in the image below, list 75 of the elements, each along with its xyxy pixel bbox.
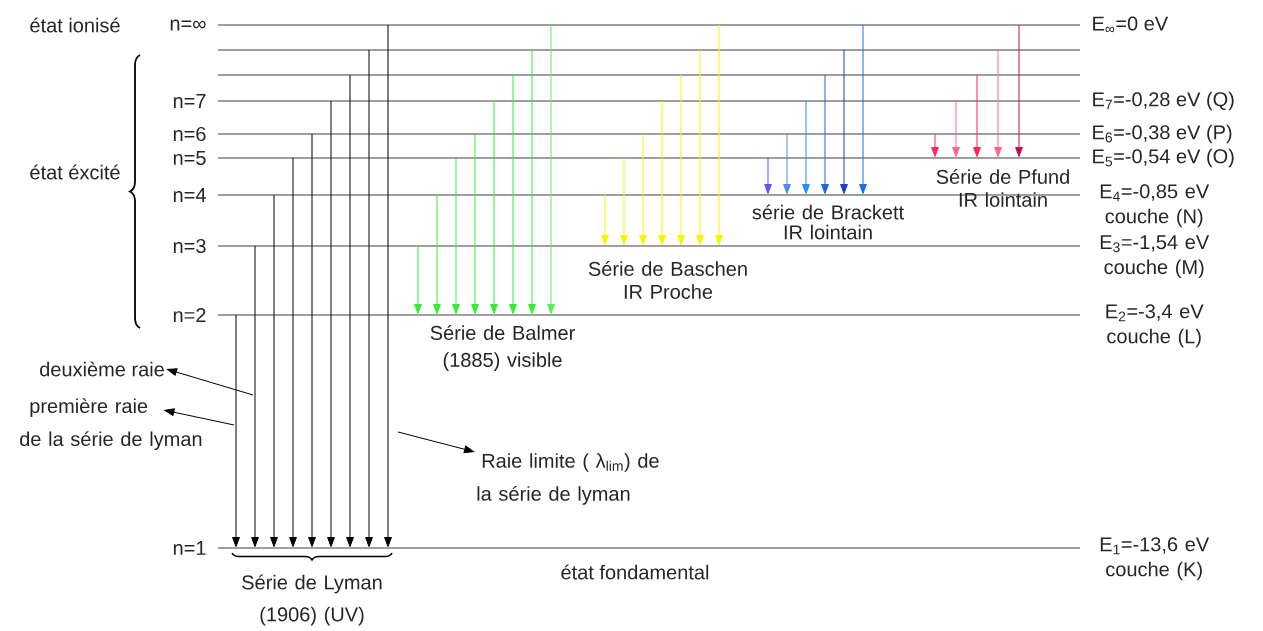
transition-arrow xyxy=(384,24,392,548)
leader-arrow xyxy=(166,368,254,396)
transition-arrow xyxy=(859,24,867,195)
level-label: n=4 xyxy=(173,188,206,202)
transition-arrow xyxy=(821,74,829,195)
energy-level-line xyxy=(217,547,1081,549)
transition-arrow xyxy=(802,100,810,195)
annotation-text: Raie limite ( λ$_{lim}$) de la série de lyman xyxy=(477,453,659,505)
energy-value: E$_{4}$=-0,85 eV couche (N) xyxy=(1100,184,1210,228)
transition-arrow xyxy=(452,157,460,315)
transition-arrow xyxy=(308,133,316,548)
leader-arrow xyxy=(164,408,235,426)
level-label: n=2 xyxy=(173,308,206,322)
energy-value: E$_{3}$=-1,54 eV couche (M) xyxy=(1100,235,1210,279)
energy-value: E$_{2}$=-3,4 eV couche (L) xyxy=(1106,304,1204,348)
energy-level-line xyxy=(217,194,1081,196)
energy-level-line xyxy=(217,49,1081,51)
transition-arrow xyxy=(620,157,628,246)
energy-value: E$_{7}$=-0,28 eV (Q) xyxy=(1093,91,1234,111)
level-label: n=3 xyxy=(173,238,206,254)
state-label: état ionisé xyxy=(30,17,120,33)
transition-arrow xyxy=(715,24,723,246)
transition-arrow xyxy=(433,194,441,315)
energy-level-line xyxy=(217,314,1081,316)
transition-arrow xyxy=(783,133,791,195)
transition-arrow xyxy=(639,133,647,246)
energy-level-line xyxy=(217,74,1081,76)
transition-arrow xyxy=(764,157,772,195)
energy-value: E$_{1}$=-13,6 eV couche (K) xyxy=(1100,537,1210,581)
energy-level-line xyxy=(217,100,1081,102)
transition-arrow xyxy=(973,74,981,158)
energy-level-line xyxy=(217,133,1081,135)
state-label: état éxcité xyxy=(30,164,120,180)
leader-arrow xyxy=(397,431,475,454)
energy-level-line xyxy=(217,245,1081,247)
level-label: n=5 xyxy=(173,151,206,165)
transition-arrow xyxy=(365,49,373,548)
series-label: Série de Lyman (1906) (UV) xyxy=(242,574,382,626)
series-label: Série de Pfund IR lointain xyxy=(936,169,1069,207)
series-label: Série de Balmer (1885) visible xyxy=(430,325,575,371)
transition-arrow xyxy=(490,100,498,315)
level-label: n=6 xyxy=(173,126,206,142)
transition-arrow xyxy=(547,24,555,315)
transition-arrow xyxy=(509,74,517,315)
energy-level-line xyxy=(217,157,1081,159)
transition-arrow xyxy=(931,133,939,158)
transition-arrow xyxy=(994,49,1002,158)
level-label: n=∞ xyxy=(170,19,206,31)
transition-arrow xyxy=(471,133,479,315)
energy-value: E$_{6}$=-0,38 eV (P) xyxy=(1093,124,1232,144)
series-label: Série de Baschen IR Proche xyxy=(588,261,747,299)
annotation-text: deuxième raie xyxy=(40,361,164,377)
transition-arrow xyxy=(696,49,704,246)
transition-arrow xyxy=(601,194,609,246)
transition-arrow xyxy=(528,49,536,315)
energy-value: E$_{5}$=-0,54 eV (O) xyxy=(1093,148,1234,168)
energy-level-line xyxy=(217,24,1081,26)
state-label: état fondamental xyxy=(561,564,709,580)
transition-arrow xyxy=(414,245,422,315)
transition-arrow xyxy=(840,49,848,195)
level-label: n=1 xyxy=(173,541,206,555)
transition-arrow xyxy=(346,74,354,548)
transition-arrow xyxy=(1015,24,1023,158)
level-label: n=7 xyxy=(173,94,206,108)
transition-arrow xyxy=(327,100,335,548)
transition-arrow xyxy=(289,157,297,548)
transition-arrow xyxy=(952,100,960,158)
energy-value: E$_{∞}$=0 eV xyxy=(1093,16,1169,33)
transition-arrow xyxy=(677,74,685,246)
transition-arrow xyxy=(232,314,240,548)
series-label: série de Brackett IR lointain xyxy=(752,204,904,240)
transition-arrow xyxy=(251,245,259,548)
annotation-text: première raie de la série de lyman xyxy=(20,398,202,451)
transition-arrow xyxy=(270,194,278,548)
transition-arrow xyxy=(658,100,666,246)
